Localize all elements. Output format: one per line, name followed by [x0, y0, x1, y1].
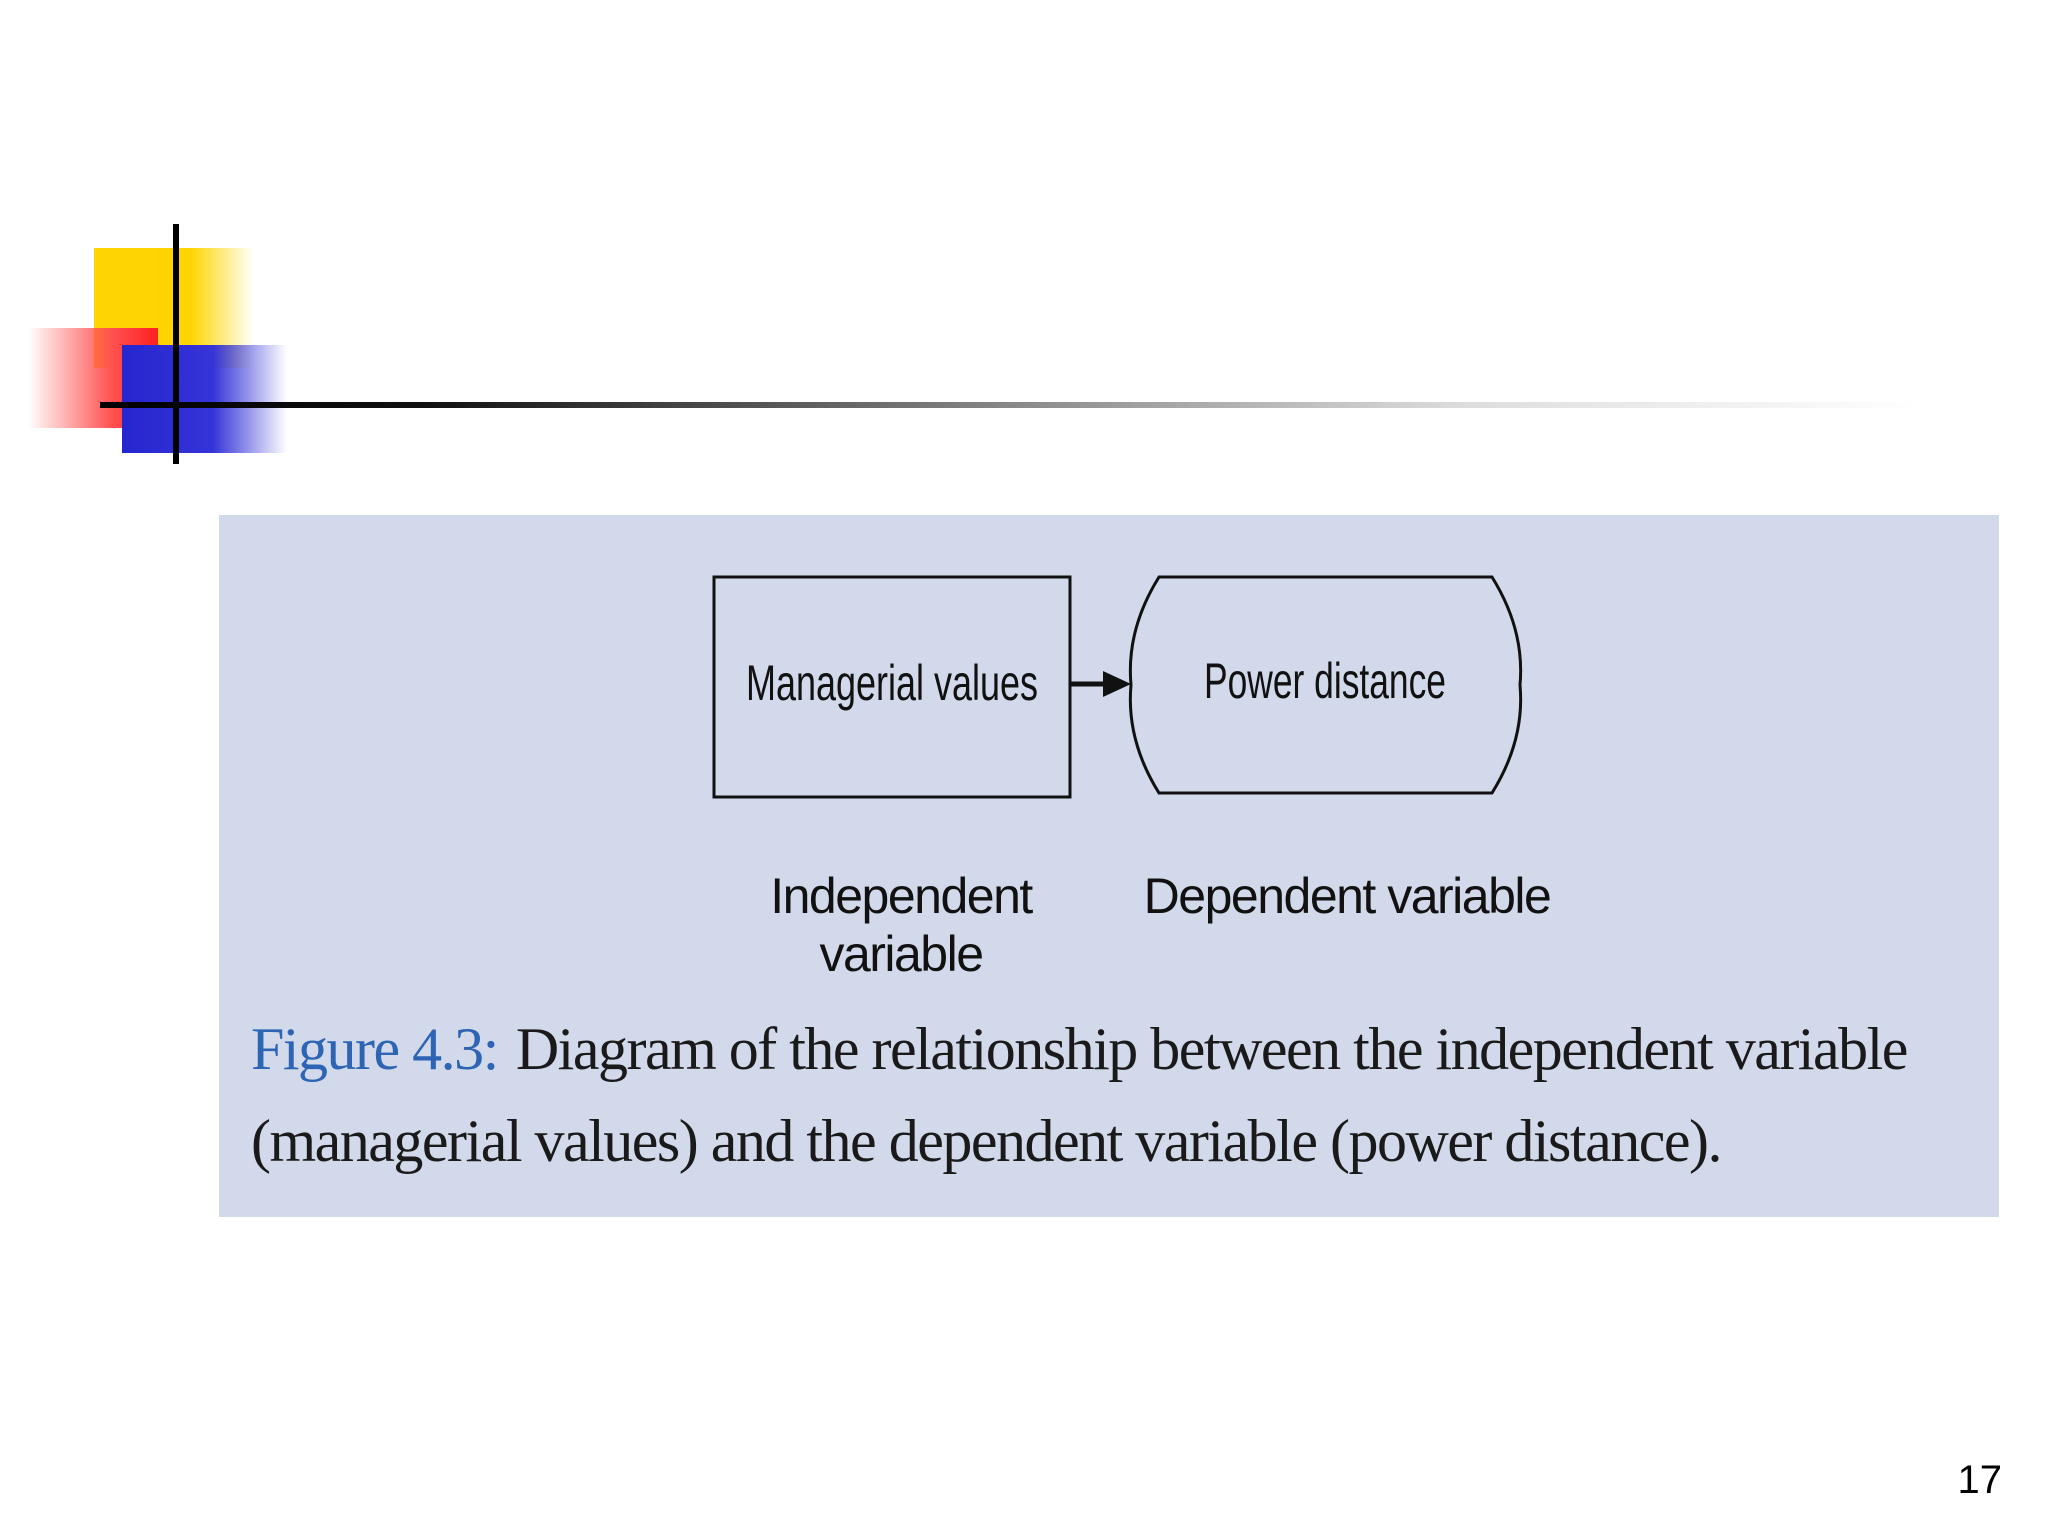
page-number: 17: [1957, 1458, 2003, 1502]
dependent-variable-shape: [1128, 575, 1523, 795]
dependent-variable-label: Dependent variable: [1143, 868, 1552, 924]
ornament-vertical-line: [173, 224, 179, 464]
slide-ornament: [0, 0, 2048, 480]
figure-caption: Figure 4.3:Diagram of the relationship b…: [251, 1003, 1981, 1187]
relationship-diagram: Managerial values Power distance: [712, 575, 1523, 799]
dependent-variable-node-label: Power distance: [1204, 653, 1446, 709]
ornament-horizontal-rule: [100, 402, 1920, 408]
figure-panel: Managerial values Power distance Indepen…: [219, 515, 1999, 1217]
independent-variable-box: [712, 575, 1072, 799]
figure-caption-label: Figure 4.3:: [251, 1016, 499, 1082]
ornament-blue-square: [122, 345, 287, 453]
independent-variable-label: Independent variable: [770, 868, 1033, 982]
causal-arrow: [1070, 671, 1131, 697]
figure-caption-text: Diagram of the relationship between the …: [251, 1016, 1908, 1174]
independent-variable-node-label: Managerial values: [746, 655, 1038, 711]
